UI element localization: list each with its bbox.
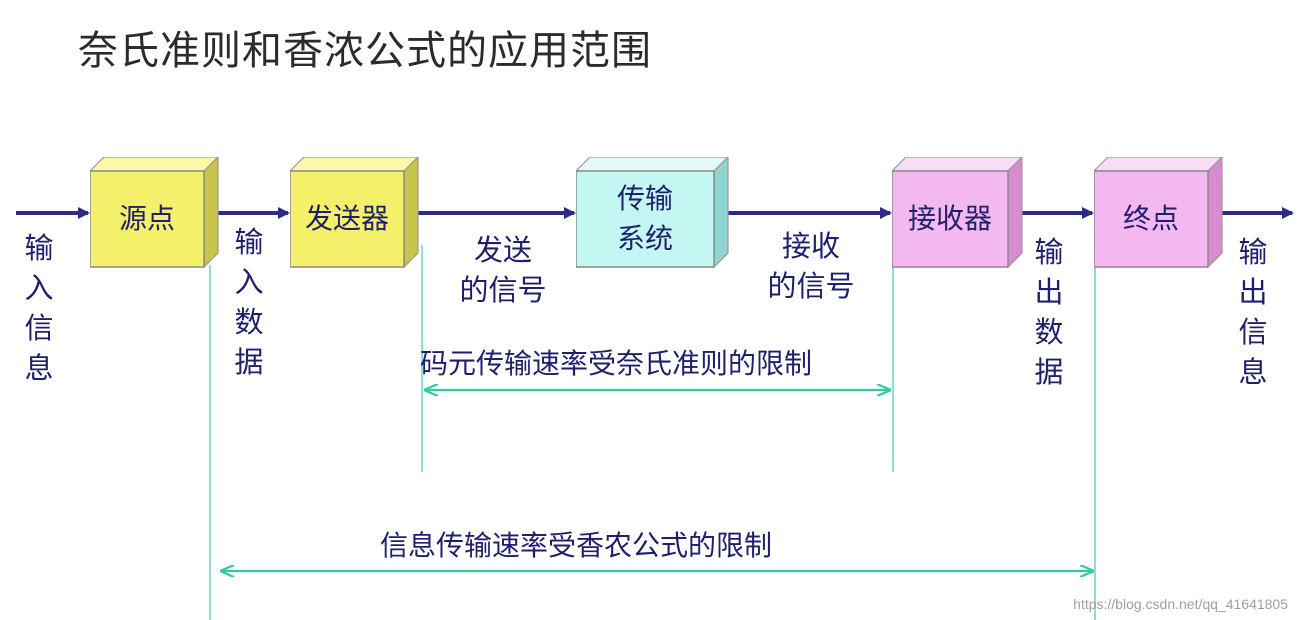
channel-block: 传输 系统 [576, 157, 730, 269]
destination-block: 终点 [1094, 157, 1224, 269]
output-data-char: 数 [1034, 315, 1064, 349]
source-block-shape [90, 157, 219, 269]
output-info-char: 息 [1238, 355, 1268, 389]
output-data-label: 输 出 数 据 [1032, 232, 1066, 392]
output-data-char: 输 [1034, 235, 1064, 269]
received-signal-label: 接收 的信号 [756, 226, 866, 306]
input-info-char: 信 [24, 311, 54, 345]
page-title: 奈氏准则和香浓公式的应用范围 [78, 28, 652, 74]
channel-label: 传输 系统 [576, 171, 714, 267]
sent-signal-label: 发送 的信号 [448, 230, 558, 310]
transmitter-block: 发送器 [290, 157, 420, 269]
receiver-block-shape [892, 157, 1023, 269]
output-info-char: 信 [1238, 315, 1268, 349]
source-label: 源点 [118, 202, 175, 235]
output-info-char: 输 [1238, 235, 1268, 269]
transmitter-block-shape [290, 157, 419, 269]
receiver-block: 接收器 [892, 157, 1024, 269]
input-info-char: 入 [24, 271, 54, 305]
input-data-char: 据 [234, 345, 264, 379]
receiver-label: 接收器 [907, 202, 992, 235]
output-data-char: 据 [1034, 355, 1064, 389]
input-data-label: 输 入 数 据 [232, 222, 266, 382]
destination-block-shape [1094, 157, 1223, 269]
input-data-char: 数 [234, 305, 264, 339]
received-signal-line2: 的信号 [767, 269, 855, 303]
sent-signal-line2: 的信号 [459, 273, 547, 307]
sent-signal-line1: 发送 [473, 233, 532, 267]
channel-label-line2: 系统 [616, 222, 673, 255]
shannon-note: 信息传输速率受香农公式的限制 [380, 529, 773, 562]
input-data-char: 入 [234, 265, 264, 299]
output-info-label: 输 出 信 息 [1236, 232, 1270, 392]
output-data-char: 出 [1034, 275, 1064, 309]
input-info-char: 息 [24, 351, 54, 385]
input-info-label: 输 入 信 息 [22, 228, 56, 388]
output-info-char: 出 [1238, 275, 1268, 309]
channel-block-shape [576, 157, 729, 269]
blank-patch [1098, 160, 1218, 188]
destination-label: 终点 [1122, 202, 1179, 235]
input-info-char: 输 [24, 231, 54, 265]
input-data-char: 输 [234, 225, 264, 259]
source-block: 源点 [90, 157, 220, 269]
channel-label-line1: 传输 [616, 182, 673, 215]
received-signal-line1: 接收 [781, 229, 840, 263]
transmitter-label: 发送器 [304, 202, 389, 235]
watermark: https://blog.csdn.net/qq_41641805 [1073, 596, 1288, 612]
nyquist-note: 码元传输速率受奈氏准则的限制 [420, 347, 813, 380]
